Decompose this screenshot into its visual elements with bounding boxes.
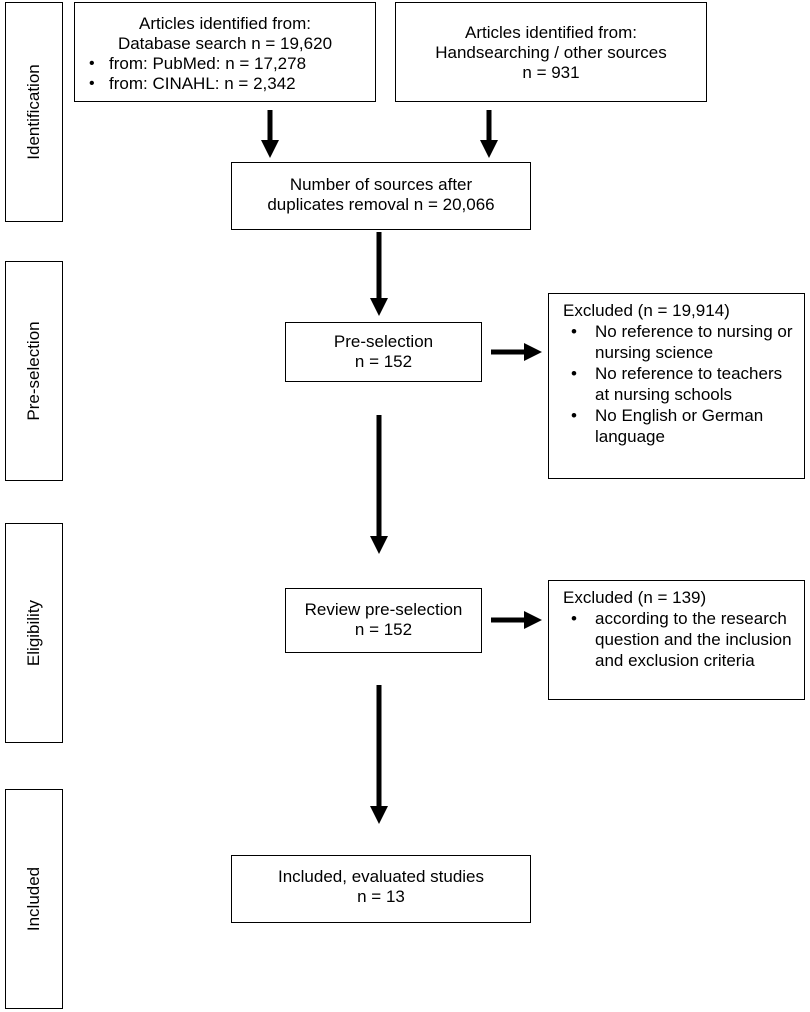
duplicates-removal-box: Number of sources after duplicates remov… [231,162,531,230]
preselection-title: Pre-selection [333,332,434,351]
arrow-preselection-to-review [370,415,388,554]
excluded-2-title: Excluded (n = 139) [563,588,707,607]
other-sources-count: n = 931 [522,63,580,82]
excluded-1-reason: No reference to teachers at nursing scho… [559,363,794,405]
database-search-box: Articles identified from: Database searc… [74,2,376,102]
excluded-box-2: Excluded (n = 139) according to the rese… [548,580,805,700]
included-title: Included, evaluated studies [277,867,485,886]
included-count: n = 13 [357,887,405,906]
db-search-heading: Articles identified from: [139,14,311,33]
db-search-cinahl: from: CINAHL: n = 2,342 [75,74,375,94]
stage-identification: Identification [5,2,63,222]
stage-pre-selection: Pre-selection [5,261,63,481]
db-search-count: Database search n = 19,620 [117,34,333,53]
included-studies-box: Included, evaluated studies n = 13 [231,855,531,923]
excluded-1-reason: No reference to nursing or nursing scien… [559,321,794,363]
excluded-2-reason: according to the research question and t… [559,608,794,671]
arrow-other-to-duplicates [480,110,498,158]
arrow-review-to-excluded [491,611,542,629]
preselection-box: Pre-selection n = 152 [285,322,482,382]
arrow-db-to-duplicates [261,110,279,158]
arrow-preselection-to-excluded [491,343,542,361]
review-title: Review pre-selection [304,600,463,619]
other-sources-heading: Articles identified from: [465,23,637,42]
preselection-count: n = 152 [354,352,413,371]
stage-eligibility: Eligibility [5,523,63,743]
arrow-duplicates-to-preselection [370,232,388,316]
duplicates-line2: duplicates removal n = 20,066 [267,195,495,214]
excluded-1-title: Excluded (n = 19,914) [563,301,730,320]
stage-included: Included [5,789,63,1009]
excluded-1-reason: No English or German language [559,405,794,447]
other-sources-box: Articles identified from: Handsearching … [395,2,707,102]
arrow-review-to-included [370,685,388,824]
other-sources-type: Handsearching / other sources [435,43,667,62]
review-count: n = 152 [354,620,413,639]
duplicates-line1: Number of sources after [289,175,473,194]
review-preselection-box: Review pre-selection n = 152 [285,588,482,653]
db-search-pubmed: from: PubMed: n = 17,278 [75,54,375,74]
excluded-box-1: Excluded (n = 19,914) No reference to nu… [548,293,805,479]
